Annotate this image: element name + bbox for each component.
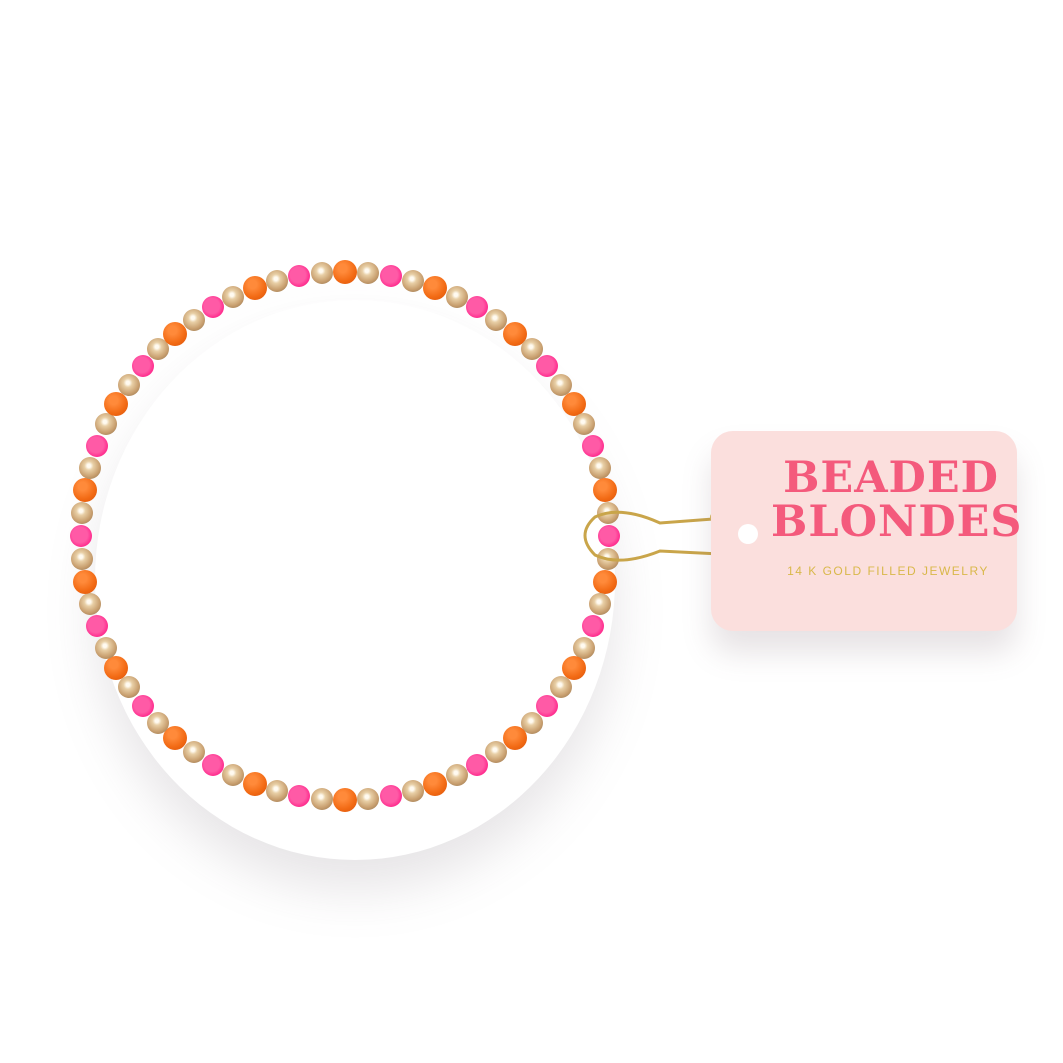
- gold-bead: [550, 373, 573, 396]
- orange-bead: [242, 275, 267, 300]
- pink-bead: [379, 784, 402, 807]
- gold-bead: [147, 338, 170, 361]
- pink-bead: [536, 694, 559, 717]
- gold-bead: [445, 285, 468, 308]
- orange-bead: [502, 726, 527, 751]
- bracelet-shadow: [95, 300, 615, 860]
- tag-subtitle: 14 K GOLD FILLED JEWELRY: [787, 564, 989, 578]
- pink-bead: [85, 615, 108, 638]
- gold-bead: [222, 285, 245, 308]
- pink-bead: [466, 753, 488, 776]
- gold-bead: [182, 741, 205, 764]
- gold-bead: [94, 636, 117, 659]
- gold-bead: [265, 269, 288, 292]
- orange-bead: [561, 392, 586, 416]
- orange-bead: [423, 275, 448, 300]
- gold-bead: [573, 413, 596, 436]
- pink-bead: [582, 615, 605, 638]
- gold-bead: [357, 262, 379, 284]
- gold-bead: [402, 780, 425, 802]
- pink-bead: [202, 296, 224, 319]
- pink-bead: [131, 355, 154, 378]
- orange-bead: [242, 772, 267, 797]
- pink-bead: [202, 753, 224, 776]
- gold-bead: [117, 676, 140, 699]
- pink-bead: [85, 434, 108, 457]
- pink-bead: [466, 296, 488, 319]
- gold-bead: [485, 308, 508, 331]
- pink-bead: [70, 525, 92, 547]
- gold-bead: [222, 764, 245, 787]
- gold-bead: [589, 593, 611, 616]
- gold-bead: [357, 787, 379, 810]
- orange-bead: [104, 392, 129, 416]
- orange-bead: [73, 569, 97, 594]
- orange-bead: [592, 478, 617, 503]
- gold-bead: [71, 501, 93, 524]
- gold-bead: [117, 373, 140, 396]
- orange-bead: [333, 260, 357, 284]
- gold-bead: [589, 456, 611, 479]
- gold-bead: [94, 413, 117, 436]
- pink-bead: [288, 784, 311, 807]
- gold-bead: [402, 269, 425, 292]
- gold-bead: [520, 711, 543, 734]
- orange-bead: [592, 569, 617, 594]
- pink-bead: [379, 265, 402, 287]
- pink-bead: [598, 525, 620, 547]
- gold-bead: [78, 593, 101, 616]
- gold-bead: [265, 780, 288, 802]
- gold-bead: [550, 676, 573, 699]
- orange-bead: [163, 321, 188, 346]
- pink-bead: [582, 434, 605, 457]
- gold-bead: [520, 338, 543, 361]
- orange-bead: [423, 772, 448, 797]
- gold-bead: [71, 548, 93, 570]
- brand-line-1: BEADED: [783, 453, 999, 503]
- gold-bead: [310, 262, 333, 284]
- gold-bead: [573, 636, 596, 659]
- pink-bead: [536, 355, 559, 378]
- orange-bead: [333, 788, 357, 812]
- gold-bead: [445, 764, 468, 787]
- gold-bead: [147, 711, 170, 734]
- gold-bead: [485, 741, 508, 764]
- brand-name: BEADED BLONDES: [771, 453, 1023, 547]
- pink-bead: [288, 265, 311, 287]
- tag-hole: [738, 524, 758, 544]
- brand-tag: BEADED BLONDES 14 K GOLD FILLED JEWELRY: [711, 431, 1023, 631]
- brand-line-2: BLONDES: [771, 497, 1023, 547]
- pink-bead: [131, 694, 154, 717]
- orange-bead: [104, 656, 129, 680]
- orange-bead: [561, 656, 586, 680]
- orange-bead: [163, 726, 188, 751]
- gold-bead: [78, 456, 101, 479]
- gold-bead: [182, 308, 205, 331]
- orange-bead: [73, 478, 97, 503]
- gold-bead: [310, 787, 333, 810]
